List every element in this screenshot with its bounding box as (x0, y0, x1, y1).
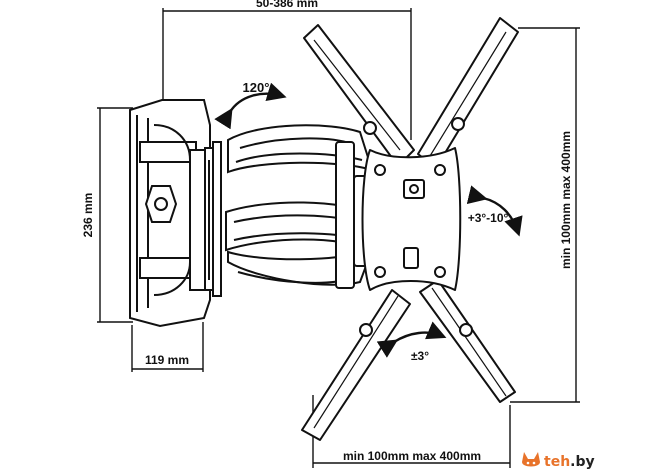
rotation-angle-label: ±3° (411, 349, 429, 363)
extension-label: 50-386 mm (256, 0, 318, 10)
brand-tail-text: .by (570, 454, 594, 470)
swing-arms (225, 124, 377, 289)
swivel-angle-label: 120° (243, 80, 270, 95)
motion-arrows (214, 82, 523, 358)
tilt-angle-label: +3°-10° (468, 211, 509, 225)
vesa-horizontal-label: min 100mm max 400mm (343, 449, 481, 463)
depth-label: 119 mm (145, 353, 189, 367)
vesa-plate (301, 17, 519, 441)
watermark: teh.by (512, 448, 670, 471)
hinge-column (204, 141, 222, 297)
height-label: 236 mm (81, 193, 95, 238)
svg-text:teh.by: teh.by (544, 454, 595, 470)
cat-face-icon (522, 452, 540, 467)
vesa-vertical-label: min 100mm max 400mm (559, 131, 573, 269)
wall-plate (129, 99, 211, 328)
brand-text: teh (544, 454, 570, 470)
